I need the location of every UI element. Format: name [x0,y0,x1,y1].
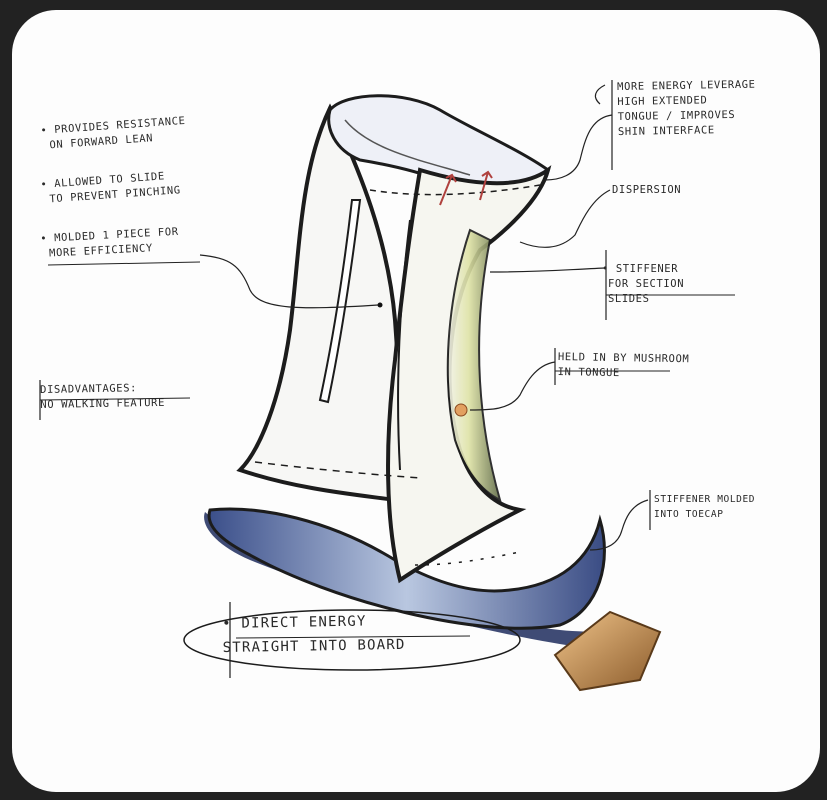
note-dispersion: DISPERSION [612,183,681,198]
note-line: IN TONGUE [557,365,689,382]
note-line: SHIN INTERFACE [618,123,757,140]
note-line: FOR SECTION [602,277,684,292]
note-line: MORE ENERGY LEVERAGE [617,78,756,95]
note-line: STRAIGHT INTO BOARD [222,633,405,660]
note-disadvantages: DISADVANTAGES: NO WALKING FEATURE [40,381,165,413]
note-mushroom: HELD IN BY MUSHROOM IN TONGUE [557,350,689,382]
note-line: STIFFENER MOLDED [654,492,755,507]
mushroom-rivet [455,404,467,416]
board-block [555,612,660,690]
note-direct-energy: • DIRECT ENERGY STRAIGHT INTO BOARD [222,609,406,660]
note-line: TONGUE / IMPROVES [618,108,757,125]
leader-stiffener [490,268,605,272]
note-line: SLIDES [602,292,684,307]
note-line: • STIFFENER [602,262,684,277]
note-line: NO WALKING FEATURE [40,396,165,413]
boot-outer-shell [240,108,399,500]
note-toecap: STIFFENER MOLDED INTO TOECAP [654,492,755,522]
leader-leverage [545,115,612,180]
note-leverage: MORE ENERGY LEVERAGE HIGH EXTENDED TONGU… [617,78,756,140]
note-stiffener: • STIFFENER FOR SECTION SLIDES [602,262,684,307]
note-line: DISPERSION [612,183,681,198]
leader-mushroom [470,362,555,410]
note-line: INTO TOECAP [654,507,755,522]
note-line: • DIRECT ENERGY [222,609,405,636]
